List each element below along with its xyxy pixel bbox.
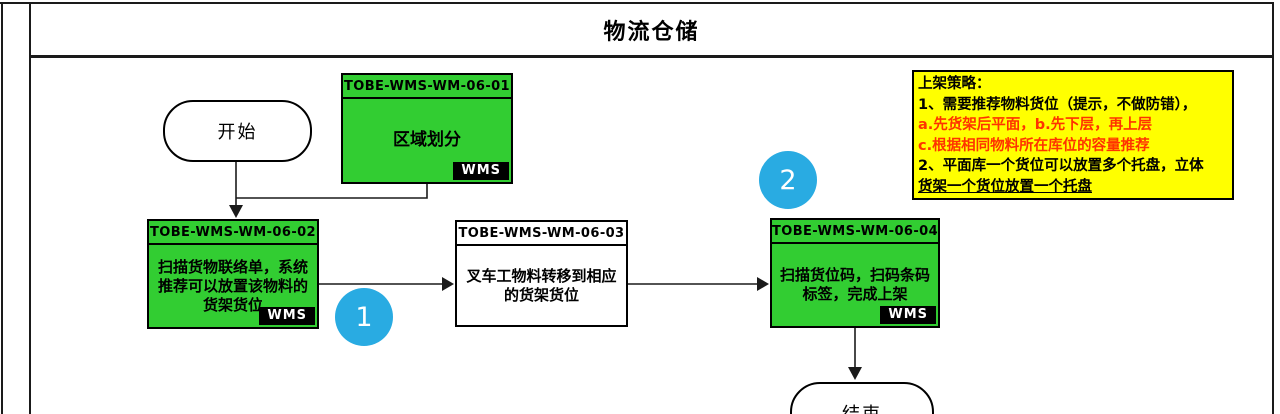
note-line: 货架一个货位放置一个托盘 xyxy=(918,178,1092,195)
task-id: TOBE-WMS-WM-06-01 xyxy=(343,75,511,99)
task-box-wm-06-02[interactable]: TOBE-WMS-WM-06-02 扫描货物联络单，系统推荐可以放置该物料的货架… xyxy=(147,219,319,329)
step-badge-2[interactable]: 2 xyxy=(759,151,817,209)
task-box-wm-06-04[interactable]: TOBE-WMS-WM-06-04 扫描货位码，扫码条码标签，完成上架 WMS xyxy=(770,218,940,328)
wms-system-tag: WMS xyxy=(259,307,315,325)
lane-title: 物流仓储 xyxy=(603,19,700,45)
task-text: 扫描货物联络单，系统推荐可以放置该物料的货架货位 xyxy=(157,257,308,314)
wms-system-tag: WMS xyxy=(453,162,509,180)
note-line: 2、平面库一个货位可以放置多个托盘，立体 xyxy=(918,158,1204,174)
step-badge-2-number: 2 xyxy=(779,164,797,196)
node-start-label: 开始 xyxy=(217,122,258,143)
task-text: 扫描货位码，扫码条码标签，完成上架 xyxy=(779,266,930,303)
arrowhead-down-task2 xyxy=(229,205,243,218)
task-text: 叉车工物料转移到相应的货架货位 xyxy=(466,266,617,304)
wms-system-tag: WMS xyxy=(880,306,936,324)
task-text: 区域划分 xyxy=(393,130,461,150)
shelving-strategy-note: 上架策略： 1、需要推荐物料货位（提示，不做防错）， a.先货架后平面，b.先下… xyxy=(912,70,1234,200)
note-line: a.先货架后平面，b.先下层，再上层 xyxy=(918,117,1153,133)
node-end[interactable]: 结束 xyxy=(790,382,934,414)
task-id: TOBE-WMS-WM-06-03 xyxy=(457,222,626,246)
task-box-wm-06-01[interactable]: TOBE-WMS-WM-06-01 区域划分 WMS xyxy=(341,73,513,184)
task-box-wm-06-03[interactable]: TOBE-WMS-WM-06-03 叉车工物料转移到相应的货架货位 xyxy=(455,220,628,327)
arrowhead-right-task4 xyxy=(757,277,769,291)
node-start[interactable]: 开始 xyxy=(163,100,312,162)
title-bar-bottom-border xyxy=(29,55,1274,58)
frame-left-border xyxy=(1,2,3,414)
connector-task1-to-junction xyxy=(236,184,428,199)
lane-divider-line xyxy=(29,2,31,414)
note-line: c.根据相同物料所在库位的容量推荐 xyxy=(918,137,1150,154)
arrowhead-down-end xyxy=(848,367,862,380)
task-id: TOBE-WMS-WM-06-02 xyxy=(149,221,317,245)
arrowhead-right-task3 xyxy=(442,277,454,291)
node-end-label: 结束 xyxy=(842,400,882,414)
note-line: 上架策略： xyxy=(918,76,991,92)
note-line: 1、需要推荐物料货位（提示，不做防错）， xyxy=(918,96,1197,113)
step-badge-1[interactable]: 1 xyxy=(335,288,393,346)
step-badge-1-number: 1 xyxy=(355,301,373,333)
frame-right-border xyxy=(1272,2,1274,414)
frame-top-border xyxy=(0,2,1274,4)
task-id: TOBE-WMS-WM-06-04 xyxy=(772,220,938,244)
